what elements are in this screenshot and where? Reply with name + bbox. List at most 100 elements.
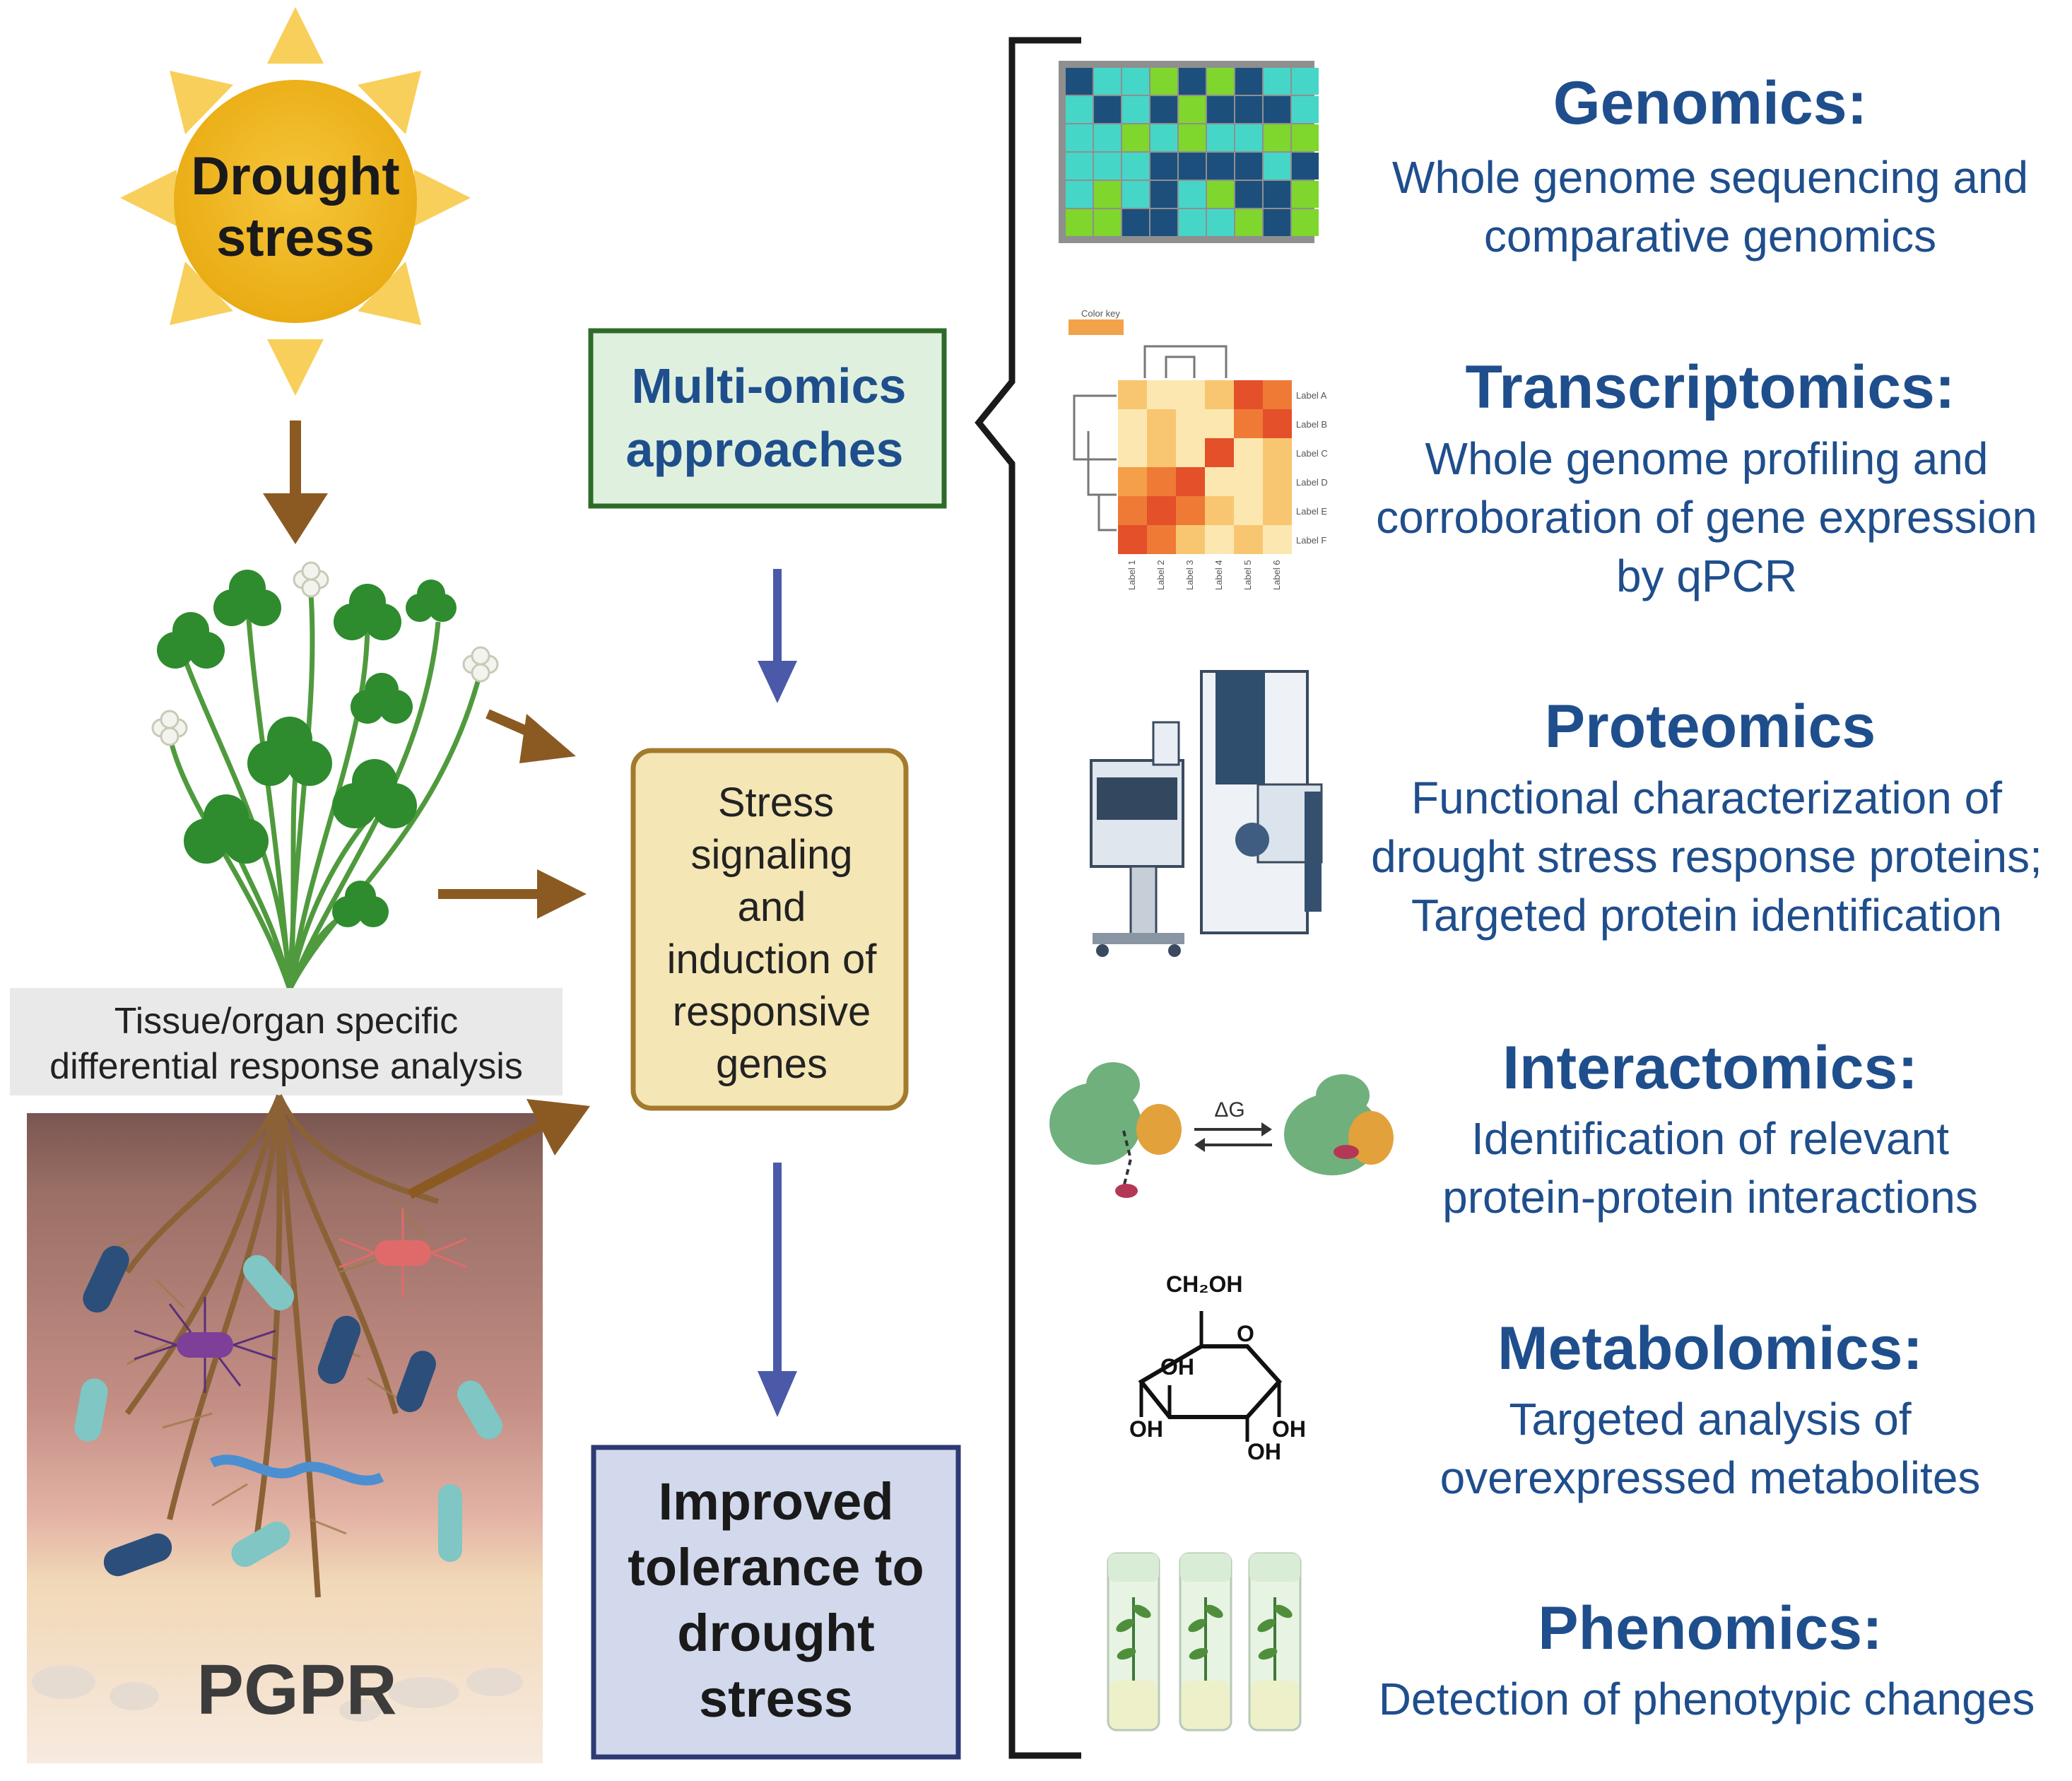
seedling-leaf [1116, 1618, 1134, 1633]
transcriptomics-desc-line: by qPCR [1615, 551, 1798, 601]
genome-grid-cell [1066, 124, 1093, 151]
genome-grid-cell [1235, 209, 1262, 236]
heatmap-cell [1147, 380, 1176, 409]
heatmap-cell [1147, 496, 1176, 525]
tissue-label-line2: differential response analysis [49, 1046, 523, 1087]
interactomics-desc-line: Identification of relevant [1471, 1113, 1949, 1164]
sun-to-plant-arrow [263, 421, 328, 544]
genome-grid-cell [1264, 96, 1290, 123]
heatmap-col-label: Label 4 [1213, 560, 1224, 590]
genome-grid-cell [1094, 153, 1121, 180]
delta-g-label: ΔG [1214, 1098, 1244, 1122]
heatmap-cell [1176, 467, 1205, 496]
heatmap-cell [1234, 525, 1263, 554]
glucose-oh-top: OH [1160, 1354, 1194, 1380]
heatmap-cell [1118, 496, 1147, 525]
stress-signaling-box [630, 748, 909, 1111]
genome-grid-cell [1292, 96, 1319, 123]
genome-grid-cell [1150, 68, 1177, 95]
stress-line-4: induction of [667, 936, 878, 982]
genome-grid-cell [1264, 209, 1290, 236]
heatmap-cell [1147, 525, 1176, 554]
genome-grid-cell [1207, 124, 1234, 151]
genome-grid-cell [1264, 153, 1290, 180]
genome-grid-cell [1122, 68, 1149, 95]
tube-cap [1249, 1553, 1300, 1582]
heatmap-row-label: Label A [1296, 390, 1327, 401]
heatmap-cell [1205, 438, 1234, 467]
genome-grid-cell [1150, 124, 1177, 151]
genome-grid-cell [1264, 181, 1290, 208]
genome-grid-cell [1264, 68, 1290, 95]
genomics-desc-line: comparative genomics [1483, 211, 1937, 261]
sun-label: Drought [191, 146, 399, 206]
genome-grid-cell [1066, 181, 1093, 208]
protein-interaction-icon: ΔG [1049, 1062, 1394, 1198]
metabolomics-desc-line: Targeted analysis of [1509, 1394, 1912, 1445]
plant-culture-tubes-icon [1107, 1552, 1302, 1732]
genome-grid-cell [1179, 181, 1206, 208]
heatmap-cell [1176, 525, 1205, 554]
heatmap-cell [1263, 496, 1292, 525]
heatmap-cell [1118, 380, 1147, 409]
heatmap-cell [1118, 409, 1147, 438]
genome-grid-cell [1066, 96, 1093, 123]
tube-cap [1180, 1553, 1231, 1582]
heatmap-cell [1234, 496, 1263, 525]
proteomics-desc-line: Functional characterization of [1411, 772, 2002, 823]
stress-line-5: responsive [673, 989, 871, 1035]
proteomics-desc-line: drought stress response proteins; [1371, 831, 2042, 882]
genome-grid-cell [1235, 153, 1262, 180]
stress-line-2: signaling [691, 832, 853, 878]
genome-grid-cell [1150, 209, 1177, 236]
heatmap-cell [1176, 409, 1205, 438]
genome-grid-cell [1179, 68, 1206, 95]
genome-grid-cell [1292, 181, 1319, 208]
metabolomics-desc-line: overexpressed metabolites [1440, 1452, 1981, 1503]
multiomics-line2: approaches [626, 422, 904, 477]
glucose-oh-left: OH [1129, 1416, 1163, 1442]
transcriptomics-desc-line: Whole genome profiling and [1425, 433, 1989, 484]
plant-to-stress-arrow-1 [485, 709, 576, 763]
genome-grid-cell [1122, 181, 1149, 208]
heatmap-row-label: Label F [1296, 535, 1326, 546]
genome-grid-cell [1235, 96, 1262, 123]
phenomics-desc-line: Detection of phenotypic changes [1378, 1674, 2035, 1724]
genome-grid-cell [1235, 124, 1262, 151]
tissue-label-box [10, 988, 563, 1095]
heatmap-cell [1234, 467, 1263, 496]
glucose-oh-bottom: OH [1247, 1439, 1281, 1464]
genome-grid-cell [1264, 124, 1290, 151]
tube-medium [1109, 1681, 1158, 1729]
seedling-leaf [1117, 1647, 1136, 1660]
multiomics-box [588, 328, 947, 509]
seedling-leaf [1274, 1604, 1293, 1618]
tube-medium [1182, 1681, 1230, 1729]
stress-to-improved-arrow [758, 1163, 797, 1417]
heatmap-cell [1176, 496, 1205, 525]
seedling-leaf [1205, 1604, 1223, 1618]
genome-grid-cell [1150, 153, 1177, 180]
genome-grid-cell [1207, 181, 1234, 208]
soil-to-stress-arrow [407, 1099, 590, 1199]
genome-grid-cell [1150, 181, 1177, 208]
stress-line-6: genes [716, 1041, 828, 1087]
omics-title-metabolomics: Metabolomics: [1497, 1315, 1924, 1382]
heatmap-cell [1263, 525, 1292, 554]
omics-title-transcriptomics: Transcriptomics: [1465, 353, 1955, 421]
heatmap-cell [1234, 438, 1263, 467]
genome-grid-cell [1122, 209, 1149, 236]
heatmap-cell [1147, 438, 1176, 467]
pgpr-label: PGPR [196, 1650, 396, 1729]
heatmap-cell [1176, 380, 1205, 409]
sun-label-2: stress [216, 208, 375, 268]
clover-leaves-icon [157, 570, 457, 927]
genome-grid-cell [1179, 153, 1206, 180]
heatmap-row-label: Label E [1296, 506, 1327, 517]
glucose-oh-right: OH [1272, 1416, 1306, 1442]
genomics-desc-line: Whole genome sequencing and [1391, 152, 2029, 203]
genome-grid-cell [1207, 68, 1234, 95]
stress-line-1: Stress [718, 780, 834, 825]
omics-title-interactomics: Interactomics: [1502, 1034, 1918, 1102]
